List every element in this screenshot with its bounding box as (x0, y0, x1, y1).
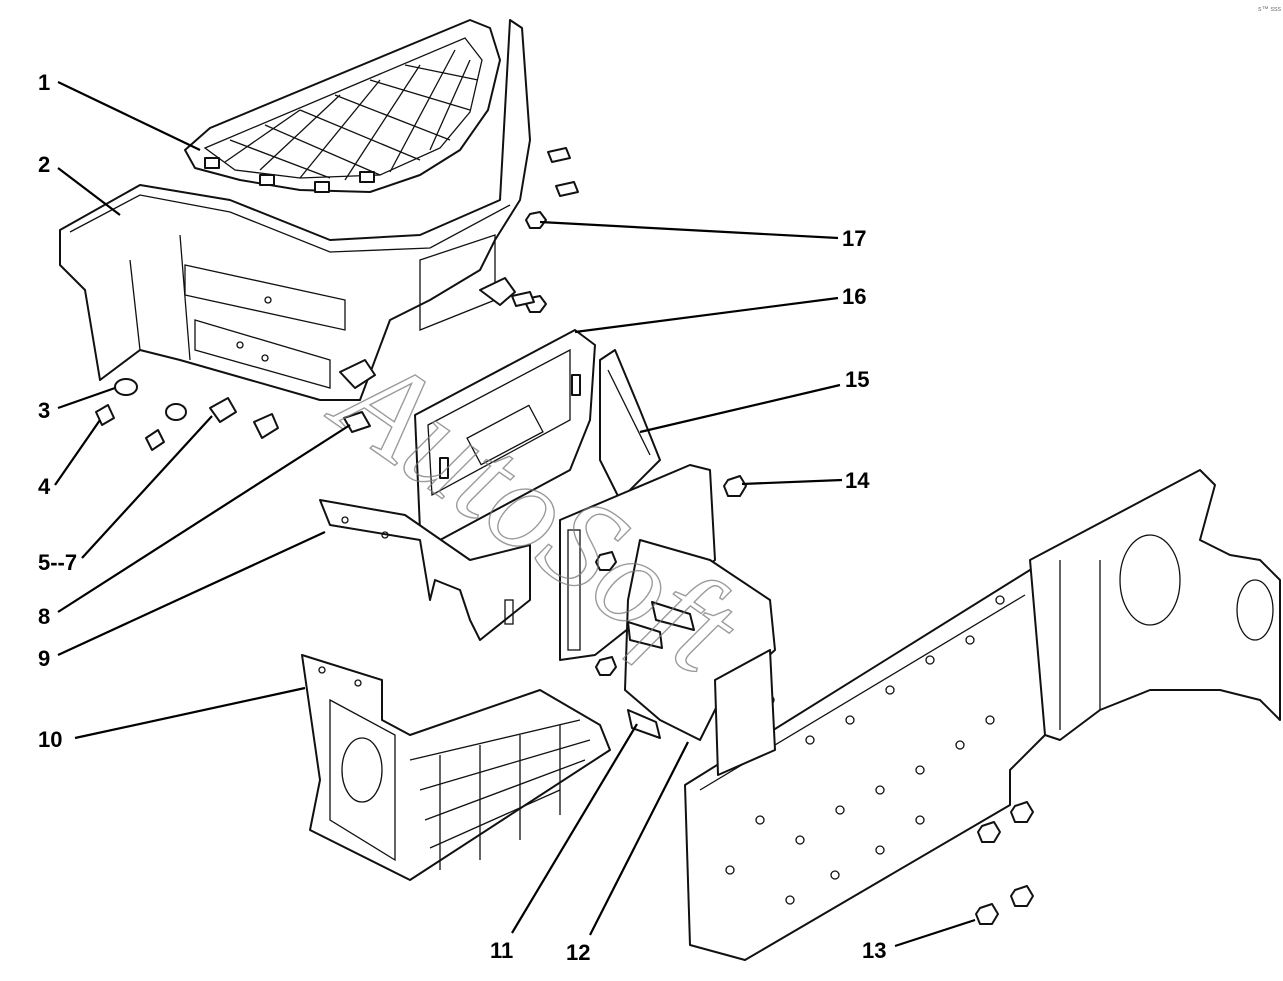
callout-11: 11 (490, 938, 513, 963)
callout-15: 15 (845, 367, 869, 392)
frame-rail-13 (684, 469, 1281, 961)
callout-10: 10 (38, 727, 62, 752)
bolt-set-17 (511, 147, 579, 313)
callout-5-7: 5--7 (38, 550, 77, 575)
callout-13: 13 (862, 938, 886, 963)
lower-step-10 (301, 654, 611, 881)
side-gusset-15 (599, 349, 661, 501)
lower-bracket-9 (319, 499, 531, 641)
callout-2: 2 (38, 152, 50, 177)
fastener-group-3-7 (95, 378, 371, 451)
callout-8: 8 (38, 604, 50, 629)
callout-12: 12 (566, 940, 590, 965)
corner-mark: s™ sss (1258, 6, 1281, 13)
callout-4: 4 (38, 474, 51, 499)
leader-lines (54, 81, 976, 948)
callout-1: 1 (38, 70, 50, 95)
callout-9: 9 (38, 646, 50, 671)
spacer-12 (624, 539, 776, 741)
callout-17: 17 (842, 226, 866, 251)
upper-tread-grille (184, 19, 501, 193)
callout-labels: 1 2 3 4 5--7 8 9 10 11 12 13 14 15 16 17 (38, 70, 886, 965)
step-housing (59, 19, 531, 401)
callout-3: 3 (38, 398, 50, 423)
callout-14: 14 (845, 468, 870, 493)
callout-16: 16 (842, 284, 866, 309)
